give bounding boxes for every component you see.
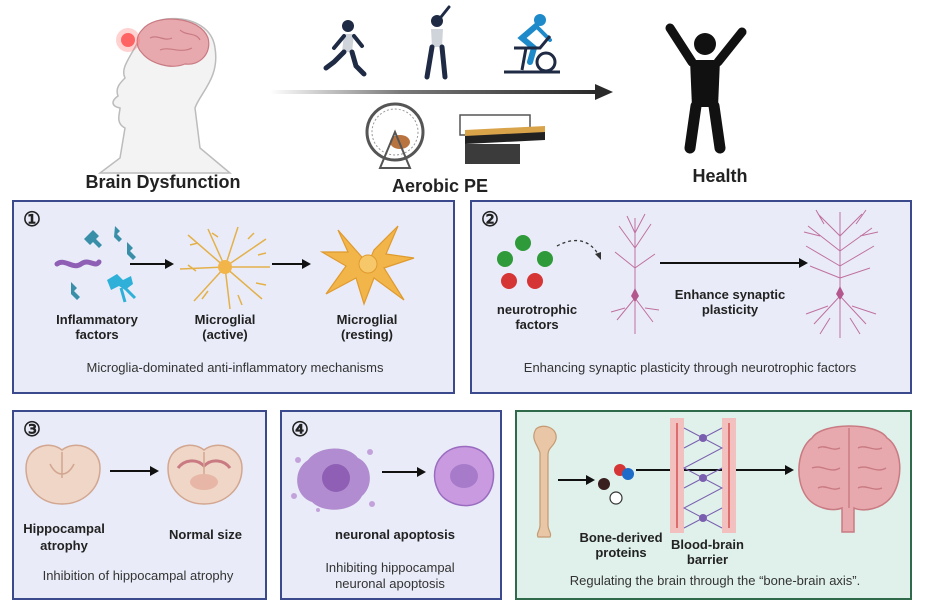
rodent-wheel-icon — [365, 102, 425, 169]
arrow-inflammatory-to-active — [130, 259, 174, 269]
microglia-resting-illustration — [319, 225, 415, 306]
apoptotic-neuron-illustration — [291, 448, 375, 512]
health-figure-icon — [665, 23, 747, 154]
neuronal-apoptosis-label: neuronal apoptosis — [335, 527, 455, 542]
neurotrophic-factors-dots — [497, 235, 553, 289]
bone-derived-proteins-dots — [598, 464, 634, 505]
arrow-proteins-to-brain — [636, 465, 794, 475]
bone-illustration — [533, 425, 557, 538]
panel-hippocampal: ③ — [12, 410, 267, 600]
panel1-caption: Microglia-dominated anti-inflammatory me… — [86, 360, 384, 375]
panel4-caption: Inhibiting hippocampal neuronal apoptosi… — [325, 560, 455, 591]
hippocampal-atrophy-label: Hippocampal atrophy — [23, 521, 105, 553]
normal-size-label: Normal size — [169, 527, 242, 542]
aerobic-pe-arrow — [270, 84, 613, 100]
panel-number-3: ③ — [23, 419, 41, 441]
arrow-active-to-resting — [272, 259, 311, 269]
microglial-resting-label: Microglial (resting) — [336, 312, 398, 342]
normal-brain-section — [167, 444, 243, 505]
panel-number-2: ② — [481, 209, 499, 231]
runner-icon — [323, 20, 367, 77]
neurotrophic-factors-label: neurotrophic factors — [496, 302, 578, 332]
brain-illustration — [798, 425, 901, 533]
panel3-caption: Inhibition of hippocampal atrophy — [42, 568, 234, 583]
blood-brain-barrier-label: Blood-brain barrier — [671, 537, 744, 567]
blood-brain-barrier-illustration — [670, 418, 736, 533]
arrow-atrophy-to-normal — [110, 466, 159, 476]
enhance-synaptic-label: Enhance synaptic plasticity — [674, 287, 786, 317]
lesion-dot — [121, 33, 135, 47]
arrow-apoptosis — [382, 467, 426, 477]
head-brain-illustration — [97, 17, 233, 174]
inflammatory-factors-illustration — [54, 226, 137, 303]
atrophied-brain-section — [25, 444, 101, 505]
dashed-arrow-to-neuron — [556, 239, 601, 260]
panel-microglia: ① — [12, 200, 455, 394]
neuron-before-illustration — [610, 213, 660, 334]
inflammatory-factors-label: Inflammatory factors — [56, 312, 138, 342]
arrow-bone-to-proteins — [558, 475, 595, 485]
panel5-caption: Regulating the brain through the “bone-b… — [569, 573, 861, 588]
panel-number-1: ① — [23, 209, 41, 231]
health-label: Health — [692, 166, 748, 186]
healthy-neuron-illustration — [433, 445, 495, 507]
aerobic-pe-label: Aerobic PE — [391, 176, 489, 196]
enhance-arrow — [660, 258, 808, 268]
panel-number-4: ④ — [291, 419, 309, 441]
microglia-active-illustration — [179, 226, 270, 310]
bone-derived-proteins-label: Bone-derived proteins — [579, 530, 663, 560]
stationary-bike-icon — [504, 14, 560, 74]
microglial-active-label: Microglial (active) — [194, 312, 256, 342]
brain-dysfunction-label: Brain Dysfunction — [85, 172, 241, 192]
neuron-after-illustration — [803, 209, 879, 338]
panel2-caption: Enhancing synaptic plasticity through ne… — [523, 360, 857, 375]
stretching-figure-icon — [424, 5, 451, 80]
rodent-treadmill-icon — [459, 114, 545, 164]
